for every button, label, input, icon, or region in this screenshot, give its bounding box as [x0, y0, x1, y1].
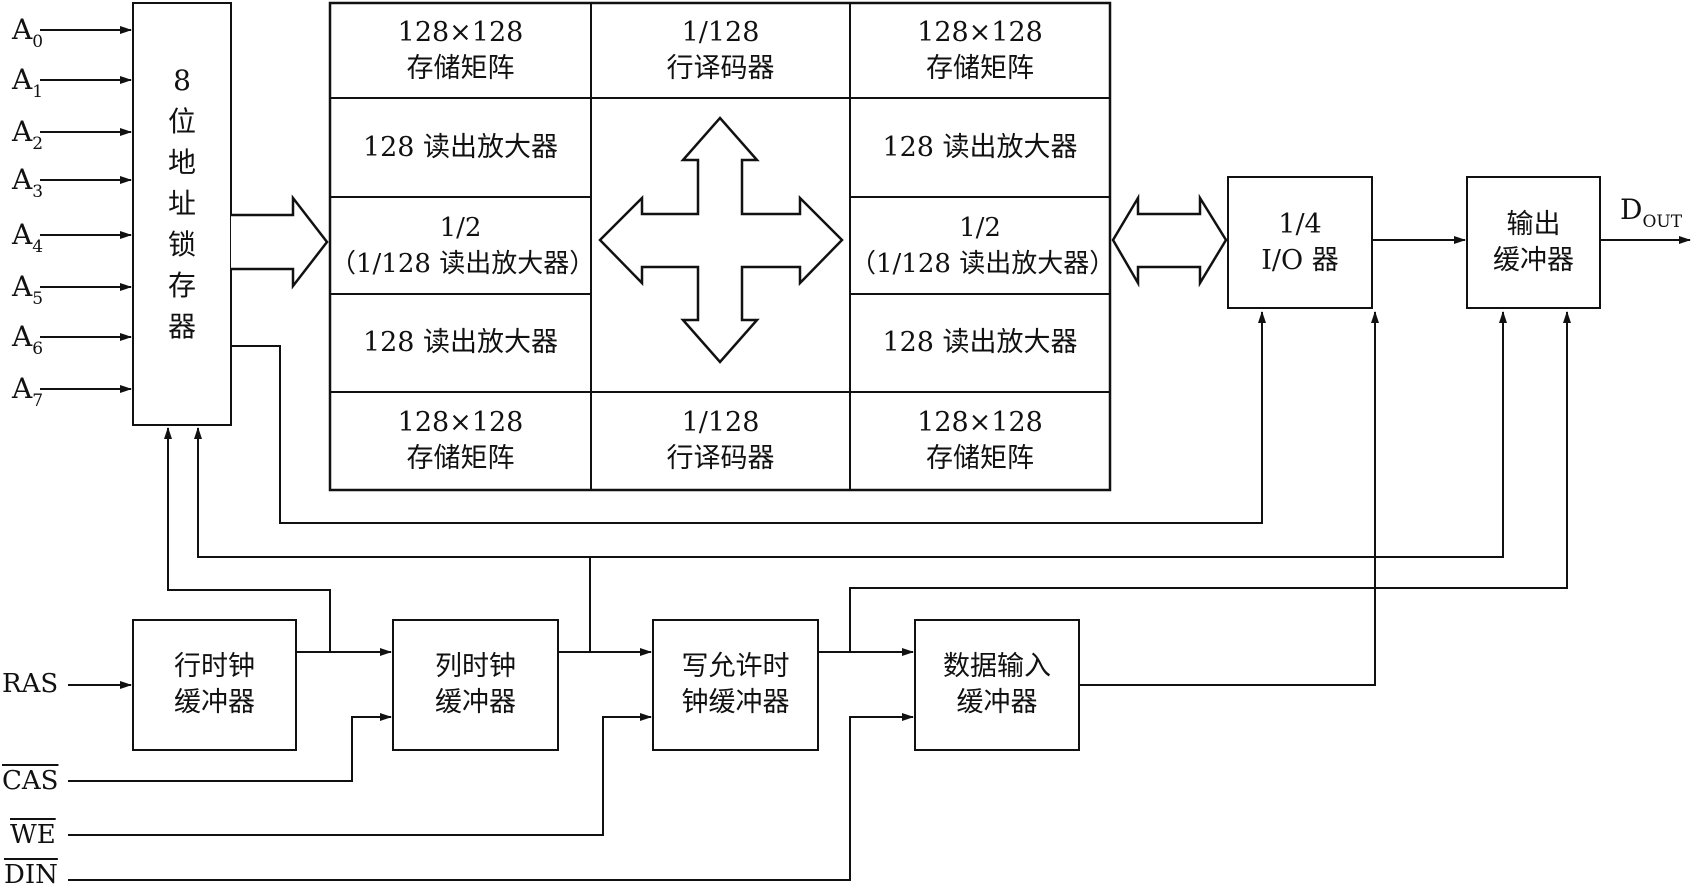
address-input-a6: A6	[12, 320, 44, 359]
address-input-a0: A0	[12, 13, 44, 52]
dout-label: DOUT	[1620, 193, 1683, 232]
address-input-a4: A4	[12, 218, 44, 257]
half-sense-amp-right: 1/2（1/128 读出放大器）	[850, 212, 1116, 279]
sense-amp-upper-left: 128 读出放大器	[362, 131, 559, 163]
we-label: WE	[10, 820, 56, 850]
output-buffer-box	[1466, 176, 1601, 309]
ras-label: RAS	[2, 669, 59, 699]
sense-amp-lower-right: 128 读出放大器	[882, 327, 1078, 358]
address-input-a7: A7	[12, 372, 44, 411]
matrix-io-double-arrow	[1111, 193, 1228, 288]
output-buffer-label: 输出缓冲器	[1493, 208, 1574, 276]
write-clock-box	[652, 619, 819, 751]
write-clock-label: 写允许时钟缓冲器	[681, 651, 790, 718]
col-clock-box	[392, 619, 559, 751]
cross-arrow	[598, 116, 844, 364]
address-input-a2: A2	[12, 115, 44, 154]
cas-label: CAS	[2, 766, 59, 796]
memory-grid	[328, 1, 1112, 492]
din-label: DIN	[4, 860, 58, 890]
io-box	[1227, 176, 1373, 309]
address-input-a3: A3	[12, 163, 44, 202]
address-latch-label: 8 位 地 址 锁 存 器	[167, 64, 196, 343]
sense-amp-lower-left: 128 读出放大器	[362, 327, 559, 358]
col-clock-label: 列时钟缓冲器	[435, 651, 516, 718]
half-sense-amp-left: 1/2（1/128 读出放大器）	[330, 212, 596, 279]
row-clock-box	[132, 619, 297, 751]
address-input-a1: A1	[12, 63, 44, 102]
latch-to-matrix-arrow	[231, 194, 329, 290]
row-clock-label: 行时钟缓冲器	[174, 651, 255, 718]
address-input-a5: A5	[12, 270, 44, 309]
sense-amp-upper-right: 128 读出放大器	[882, 131, 1078, 163]
data-in-label: 数据输入缓冲器	[943, 651, 1051, 718]
